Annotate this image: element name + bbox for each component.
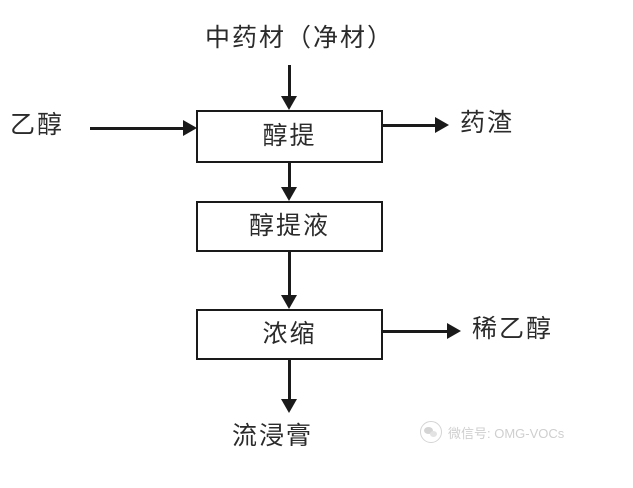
arrow-alcohol-extraction-to-extract-liquid: [281, 163, 297, 201]
label-output-dilute-ethanol: 稀乙醇: [472, 316, 554, 343]
box-alcohol-extract-liquid[interactable]: 醇提液: [196, 201, 383, 252]
arrow-concentration-to-fluid-extract: [281, 360, 297, 413]
label-input-herbal-material: 中药材（净材）: [205, 25, 395, 52]
arrow-alcohol-extraction-to-residue: [383, 117, 449, 133]
box-alcohol-extraction-label: 醇提: [262, 123, 317, 150]
arrow-top-input-to-alcohol-extraction: [281, 65, 297, 110]
wechat-icon: [420, 421, 442, 443]
watermark-text: 微信号: OMG-VOCs: [448, 425, 565, 441]
arrow-extract-liquid-to-concentration: [281, 252, 297, 309]
box-alcohol-extract-liquid-label: 醇提液: [248, 213, 330, 240]
arrow-concentration-to-dilute-ethanol: [383, 323, 461, 339]
label-output-herb-residue: 药渣: [460, 110, 515, 137]
label-output-fluid-extract: 流浸膏: [232, 423, 314, 450]
watermark: 微信号: OMG-VOCs: [420, 421, 564, 443]
box-alcohol-extraction[interactable]: 醇提: [196, 110, 383, 163]
label-input-ethanol: 乙醇: [10, 112, 65, 139]
box-concentration[interactable]: 浓缩: [196, 309, 383, 360]
arrow-ethanol-to-alcohol-extraction: [90, 120, 197, 136]
box-concentration-label: 浓缩: [262, 321, 317, 348]
